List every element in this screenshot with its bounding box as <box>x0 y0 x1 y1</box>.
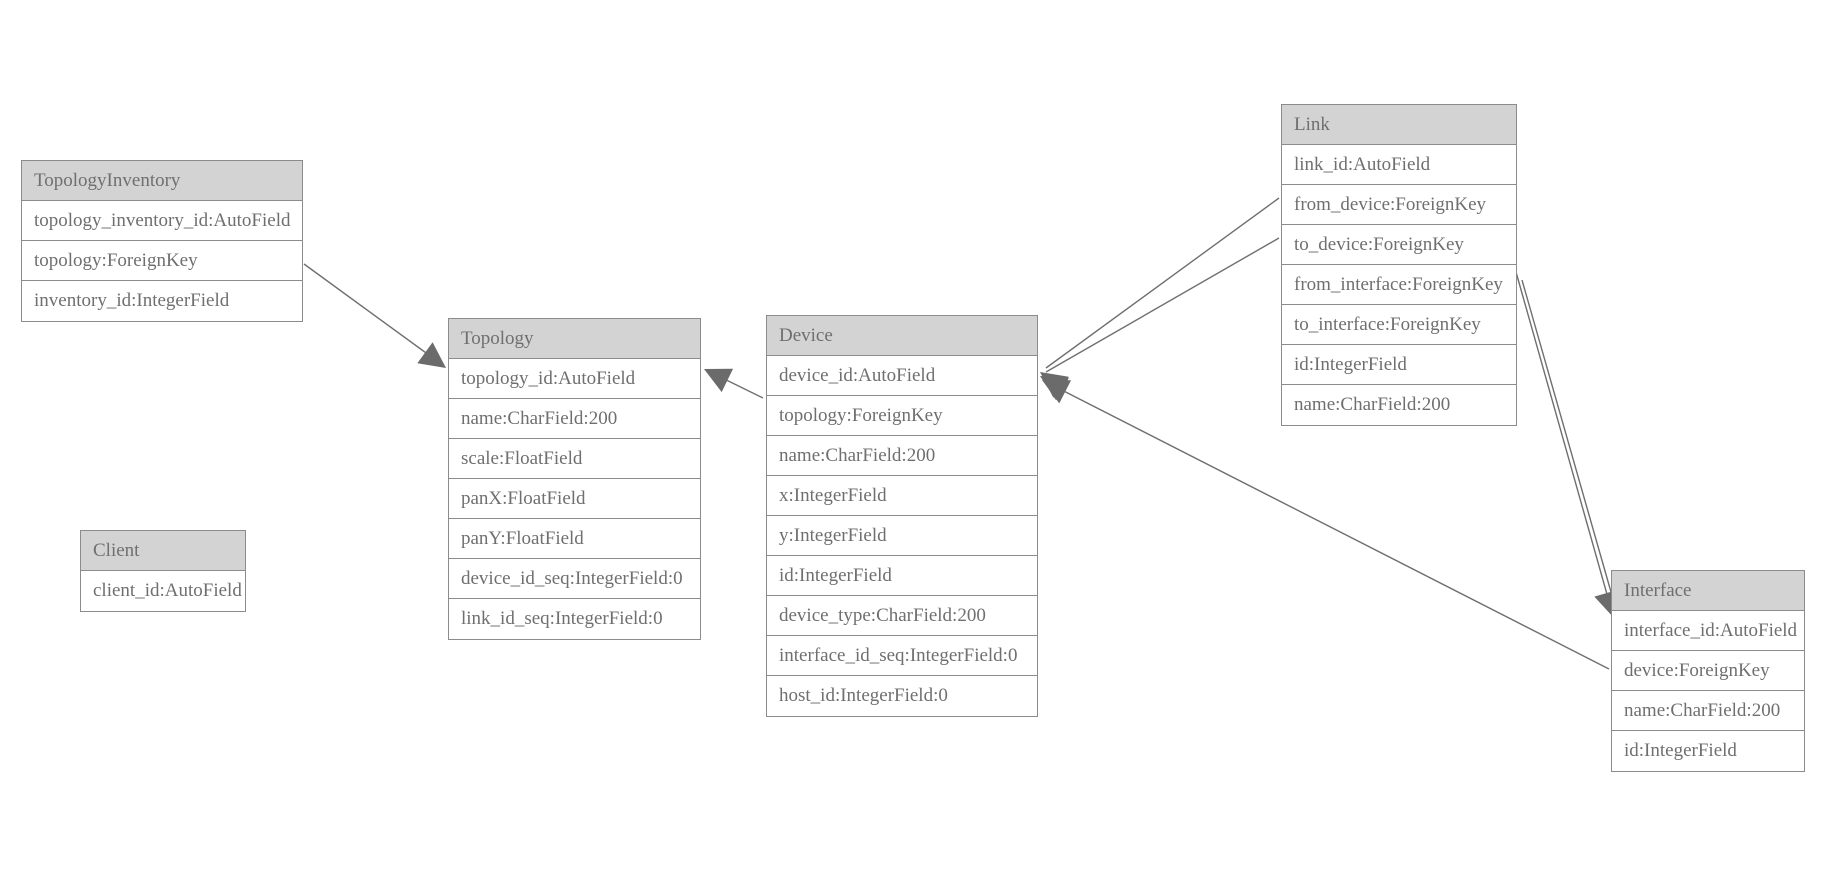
entity-field-row[interactable]: device_type:CharField:200 <box>767 596 1037 636</box>
entity-field-row[interactable]: link_id_seq:IntegerField:0 <box>449 599 700 639</box>
entity-field-row[interactable]: id:IntegerField <box>1612 731 1804 771</box>
entity-field-row[interactable]: from_interface:ForeignKey <box>1282 265 1516 305</box>
entity-field-row[interactable]: name:CharField:200 <box>449 399 700 439</box>
relationship-link-from-device <box>1040 197 1280 398</box>
entity-field-row[interactable]: device_id:AutoField <box>767 356 1037 396</box>
relationship-device-topology <box>704 368 764 399</box>
entity-field-row[interactable]: to_device:ForeignKey <box>1282 225 1516 265</box>
entity-title-link: Link <box>1282 105 1516 145</box>
entity-field-row[interactable]: to_interface:ForeignKey <box>1282 305 1516 345</box>
relationship-arrowhead-icon <box>704 368 734 393</box>
entity-title-interface: Interface <box>1612 571 1804 611</box>
relationship-arrowhead-icon <box>1042 380 1072 404</box>
entity-field-row[interactable]: device_id_seq:IntegerField:0 <box>449 559 700 599</box>
entity-field-row[interactable]: name:CharField:200 <box>1282 385 1516 425</box>
entity-field-row[interactable]: topology_inventory_id:AutoField <box>22 201 302 241</box>
relationship-line <box>1515 271 1613 613</box>
relationship-link-from-interface <box>1515 271 1620 618</box>
entity-field-row[interactable]: host_id:IntegerField:0 <box>767 676 1037 716</box>
entity-field-row[interactable]: id:IntegerField <box>767 556 1037 596</box>
entity-field-row[interactable]: topology:ForeignKey <box>22 241 302 281</box>
entity-field-row[interactable]: name:CharField:200 <box>767 436 1037 476</box>
relationship-link-to-device <box>1040 237 1280 401</box>
relationship-line <box>1521 279 1618 614</box>
entity-field-row[interactable]: topology_id:AutoField <box>449 359 700 399</box>
entity-field-row[interactable]: scale:FloatField <box>449 439 700 479</box>
entity-field-row[interactable]: y:IntegerField <box>767 516 1037 556</box>
relationship-arrowhead-icon <box>1040 376 1070 401</box>
entity-field-row[interactable]: link_id:AutoField <box>1282 145 1516 185</box>
relationship-line <box>1045 197 1280 369</box>
entity-field-row[interactable]: x:IntegerField <box>767 476 1037 516</box>
entity-field-row[interactable]: from_device:ForeignKey <box>1282 185 1516 225</box>
entity-field-row[interactable]: interface_id:AutoField <box>1612 611 1804 651</box>
relationship-line <box>1045 237 1280 373</box>
entity-field-row[interactable]: device:ForeignKey <box>1612 651 1804 691</box>
relationship-topologyinventory-topology <box>303 263 446 368</box>
entity-title-topology-inventory: TopologyInventory <box>22 161 302 201</box>
entity-field-row[interactable]: name:CharField:200 <box>1612 691 1804 731</box>
relationship-line <box>303 263 445 367</box>
entity-title-client: Client <box>81 531 245 571</box>
entity-field-row[interactable]: inventory_id:IntegerField <box>22 281 302 321</box>
entity-field-row[interactable]: interface_id_seq:IntegerField:0 <box>767 636 1037 676</box>
entity-field-row[interactable]: id:IntegerField <box>1282 345 1516 385</box>
entity-field-row[interactable]: client_id:AutoField <box>81 571 245 611</box>
entity-field-row[interactable]: panX:FloatField <box>449 479 700 519</box>
relationship-line <box>709 371 764 399</box>
entity-field-row[interactable]: panY:FloatField <box>449 519 700 559</box>
entity-title-topology: Topology <box>449 319 700 359</box>
entity-field-row[interactable]: topology:ForeignKey <box>767 396 1037 436</box>
entity-title-device: Device <box>767 316 1037 356</box>
